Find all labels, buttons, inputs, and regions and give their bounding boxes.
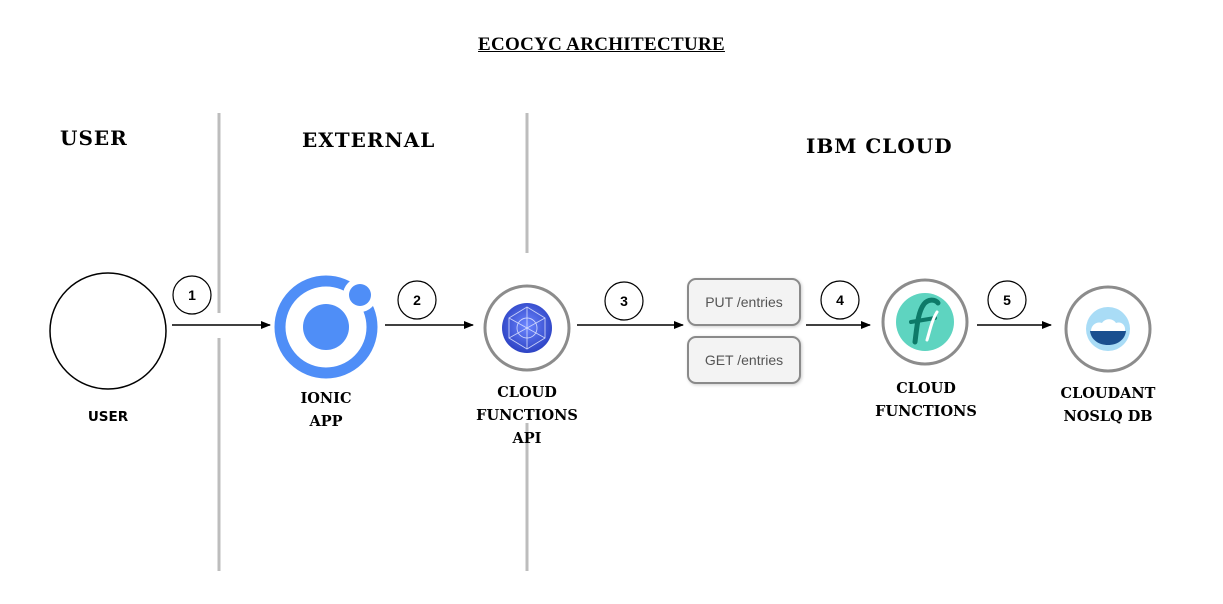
step-marker-5: 5 [987,280,1027,320]
step-marker-3: 3 [604,281,644,321]
ionic-app-label: IONIC APP [300,390,352,430]
ionic-logo-icon [274,275,378,379]
cloud-functions-icon [881,278,969,366]
cloudant-db-label: CLOUDANT NOSLQ DB [1060,385,1156,425]
diagram-title: ECOCYC ARCHITECTURE [478,34,725,55]
section-ibm-cloud-heading: IBM CLOUD [806,134,953,158]
section-user-heading: USER [60,126,128,150]
put-entries-endpoint: PUT /entries [687,278,801,326]
step-marker-4: 4 [820,280,860,320]
cloud-functions-label: CLOUD FUNCTIONS [875,380,977,420]
step-number: 1 [188,287,196,303]
cloud-functions-api-label: CLOUD FUNCTIONS API [476,384,578,447]
step-marker-2: 2 [397,280,437,320]
step-number: 4 [836,292,844,308]
user-node-label: USER [87,409,129,425]
api-globe-icon [483,284,571,372]
user-node-circle [49,272,167,390]
section-external-heading: EXTERNAL [302,128,436,152]
get-entries-endpoint: GET /entries [687,336,801,384]
cloudant-icon [1064,285,1152,373]
step-number: 2 [413,292,421,308]
step-number: 3 [620,293,628,309]
step-number: 5 [1003,292,1011,308]
step-marker-1: 1 [172,275,212,315]
